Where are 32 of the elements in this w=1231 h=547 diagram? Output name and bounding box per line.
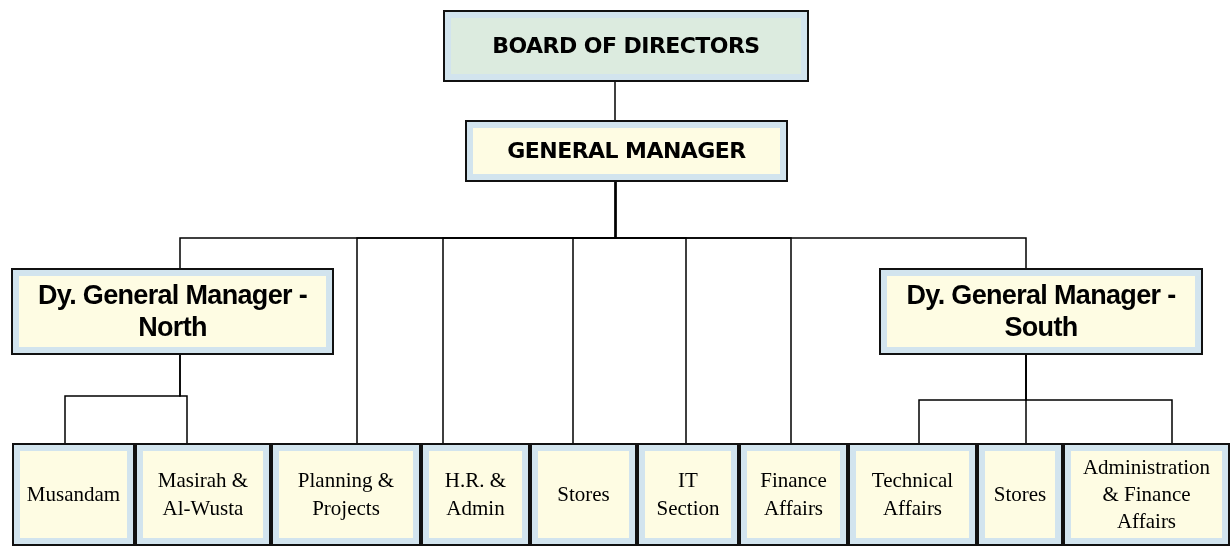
box-label: IT Section — [655, 467, 721, 522]
box-label: BOARD OF DIRECTORS — [491, 32, 761, 60]
org-box — [465, 120, 788, 182]
org-box — [12, 443, 135, 546]
box-label: GENERAL MANAGER — [506, 137, 747, 165]
box-label: Planning & Projects — [296, 467, 396, 522]
connector-line — [614, 181, 1027, 269]
org-box — [530, 443, 637, 546]
box-label: Musandam — [25, 480, 122, 508]
box-label: Dy. General Manager - South — [905, 280, 1177, 343]
org-box — [271, 443, 421, 546]
box-label: H.R. & Admin — [443, 467, 508, 522]
org-box — [977, 443, 1063, 546]
box-label: Stores — [556, 480, 611, 508]
org-box — [739, 443, 848, 546]
connector-line — [614, 81, 616, 121]
box-label: Finance Affairs — [759, 467, 828, 522]
box-label: Masirah & Al-Wusta — [156, 467, 250, 522]
org-box — [11, 268, 334, 355]
box-label: Stores — [992, 480, 1048, 508]
org-box — [879, 268, 1203, 355]
org-box — [443, 10, 809, 82]
box-label: Technical Affairs — [870, 467, 955, 522]
box-label: Administration & Finance Affairs — [1081, 453, 1212, 536]
org-box — [1063, 443, 1230, 546]
connector-line — [179, 354, 188, 444]
connector-line — [1025, 354, 1173, 444]
org-box — [421, 443, 530, 546]
org-box — [848, 443, 977, 546]
org-box — [135, 443, 271, 546]
org-box — [637, 443, 739, 546]
box-label: Dy. General Manager - North — [37, 280, 308, 343]
